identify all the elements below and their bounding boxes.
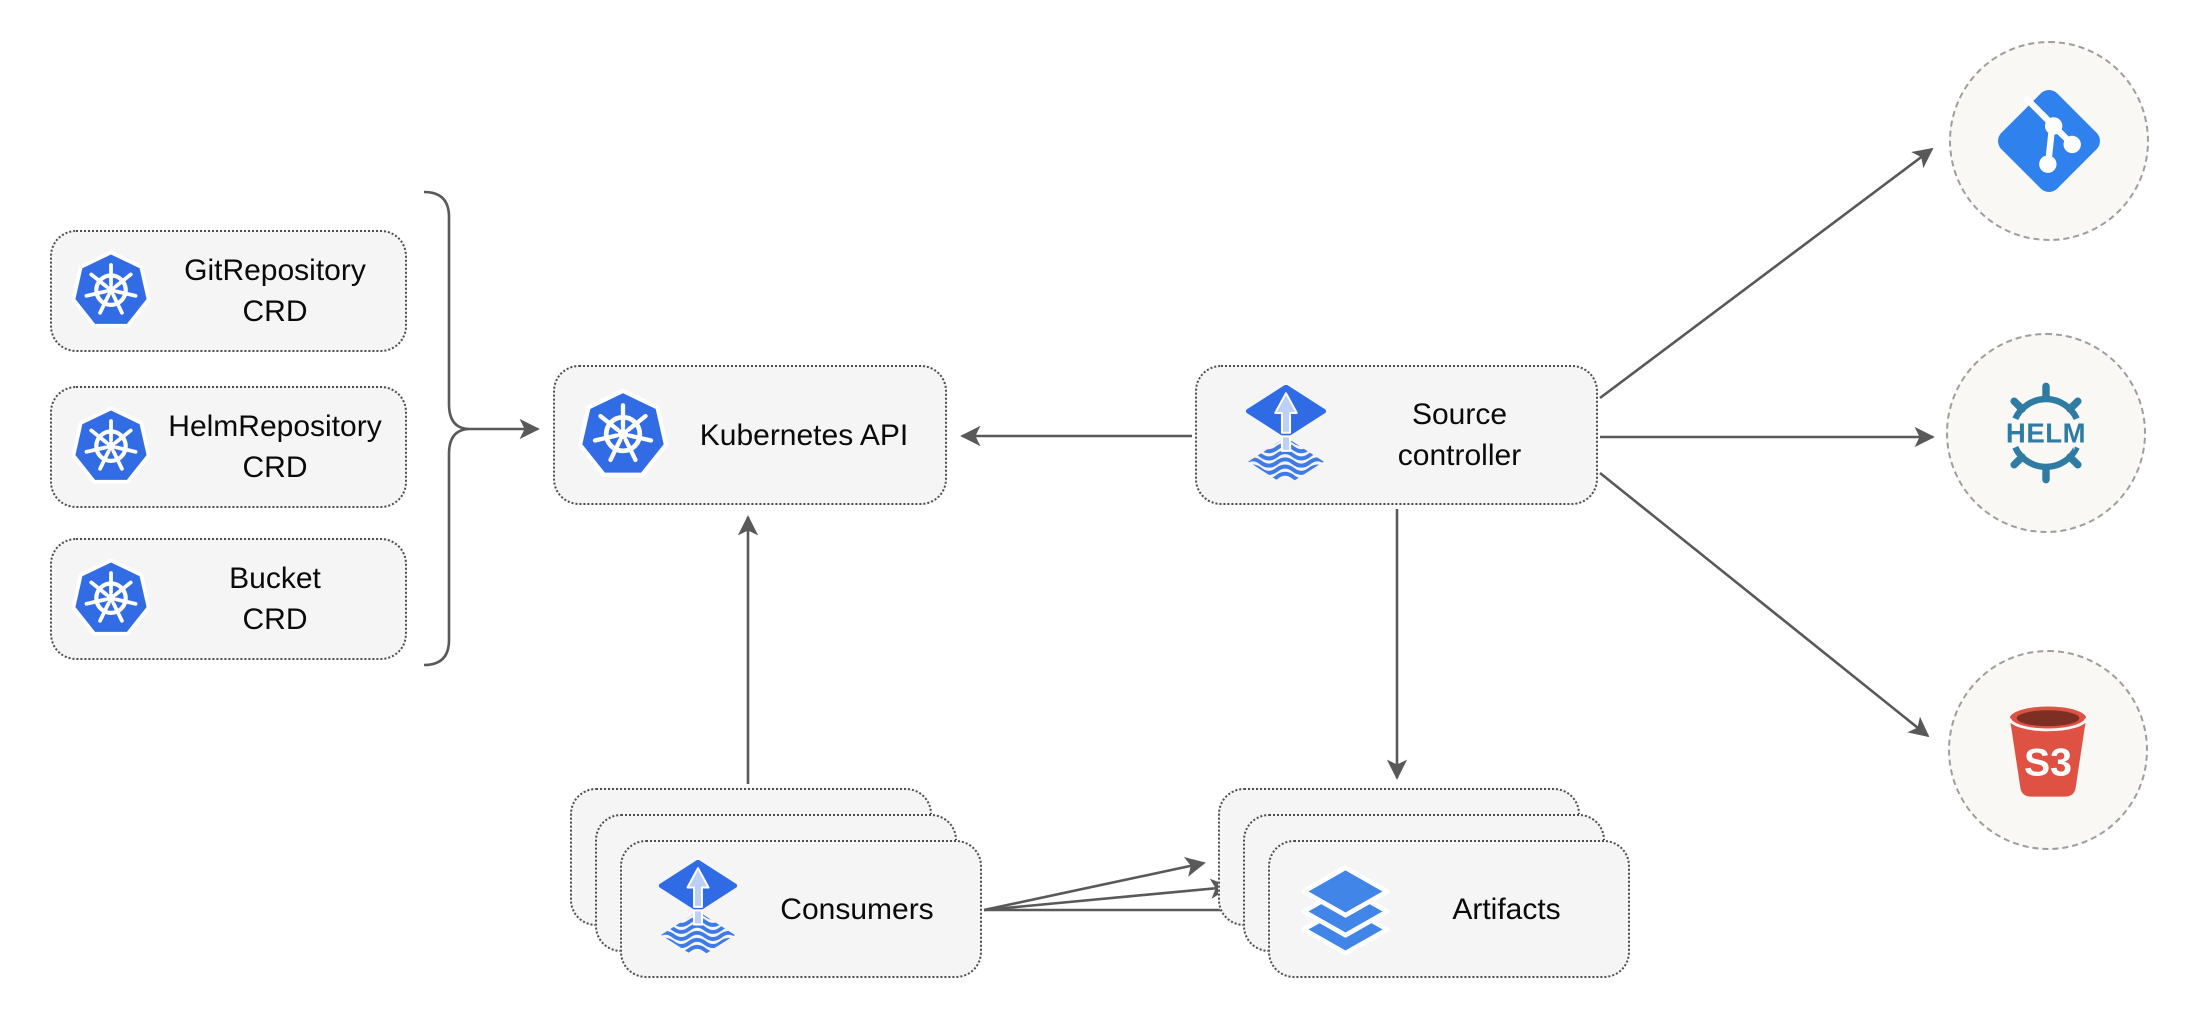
- node-consumers: Consumers: [620, 840, 982, 978]
- edge-consumers-to-artifacts-2: [983, 878, 1231, 912]
- external-s3-bucket: S3: [1948, 650, 2148, 850]
- crd-name: GitRepository: [184, 254, 366, 287]
- node-gitrepository-crd: GitRepository CRD: [50, 230, 407, 352]
- node-label: Artifacts: [1452, 892, 1561, 926]
- node-bucket-crd: Bucket CRD: [50, 538, 407, 660]
- flux-icon: [654, 860, 742, 959]
- git-icon: [1991, 83, 2107, 199]
- kubernetes-icon: [69, 557, 153, 641]
- crd-group-bracket: [423, 190, 471, 667]
- crd-name: Bucket: [229, 562, 321, 595]
- source-line2: controller: [1397, 439, 1522, 472]
- crd-suffix: CRD: [242, 603, 308, 636]
- source-line1: Source: [1411, 398, 1508, 431]
- crd-name: HelmRepository: [168, 410, 382, 443]
- s3-icon: S3: [2008, 706, 2088, 797]
- helm-logo-text: HELM: [2006, 418, 2086, 449]
- external-helm-repository: HELM: [1946, 333, 2146, 533]
- external-git-repository: [1949, 41, 2149, 241]
- node-consumers-stack: Consumers: [570, 788, 984, 980]
- node-source-controller: Source controller: [1195, 365, 1598, 505]
- node-label: Bucket CRD: [153, 558, 405, 640]
- node-artifacts-stack: Artifacts: [1218, 788, 1632, 980]
- node-label: GitRepository CRD: [153, 250, 405, 332]
- layers-icon: [1298, 862, 1393, 957]
- s3-logo-text: S3: [2024, 741, 2072, 784]
- crd-suffix: CRD: [242, 451, 308, 484]
- node-kubernetes-api: Kubernetes API: [553, 365, 947, 505]
- kubernetes-icon: [575, 387, 671, 483]
- kubernetes-icon: [69, 249, 153, 333]
- helm-icon: HELM: [2003, 382, 2089, 484]
- node-label: HelmRepository CRD: [153, 406, 405, 488]
- kubernetes-icon: [69, 405, 153, 489]
- flux-icon: [1241, 385, 1331, 486]
- crd-suffix: CRD: [242, 295, 308, 328]
- node-artifacts: Artifacts: [1268, 840, 1630, 978]
- node-label: Kubernetes API: [699, 418, 909, 452]
- edge-source-to-s3: [1599, 471, 1930, 738]
- node-label: Consumers: [780, 892, 934, 926]
- edge-source-to-git: [1599, 147, 1934, 400]
- node-helmrepository-crd: HelmRepository CRD: [50, 386, 407, 508]
- edge-consumers-to-artifacts-1: [983, 856, 1206, 912]
- node-label: Source controller: [1331, 394, 1596, 476]
